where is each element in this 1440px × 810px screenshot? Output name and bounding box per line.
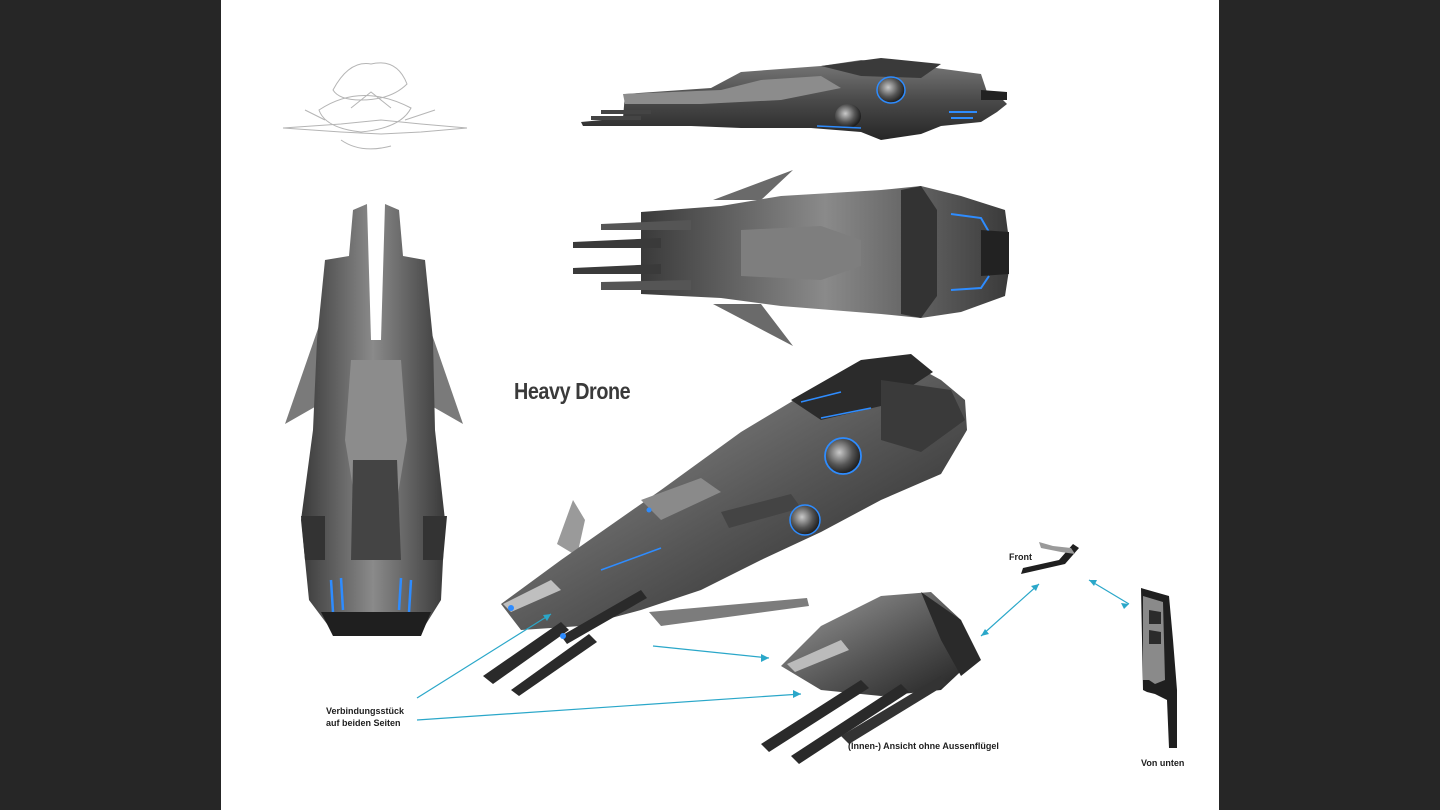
connector-annotation-line2: auf beiden Seiten [326, 718, 401, 728]
bottom-view-drawing [1141, 588, 1177, 748]
inner-view-drawing [761, 592, 981, 764]
side-view-drawing [581, 58, 1007, 140]
concept-art-drawings [282, 58, 1177, 764]
front-piece-drawing [1021, 542, 1079, 574]
top-view-drawing [573, 170, 1009, 346]
bottom-view-annotation: Von unten [1141, 758, 1185, 768]
main-perspective-drawing [483, 354, 967, 696]
front-vertical-view-drawing [285, 204, 463, 636]
connector-annotation: Verbindungsstück auf beiden Seiten [326, 705, 404, 729]
pencil-sketch [282, 62, 468, 150]
inner-view-annotation: (Innen-) Ansicht ohne Aussenflügel [848, 741, 999, 751]
front-annotation: Front [1009, 552, 1032, 562]
page-title: Heavy Drone [514, 378, 631, 404]
connector-annotation-line1: Verbindungsstück [326, 706, 405, 716]
leader-lines [416, 579, 1130, 721]
arrow-heads [543, 580, 1129, 698]
concept-sheet: Heavy Drone Verbindungsstück auf beiden … [221, 0, 1219, 810]
